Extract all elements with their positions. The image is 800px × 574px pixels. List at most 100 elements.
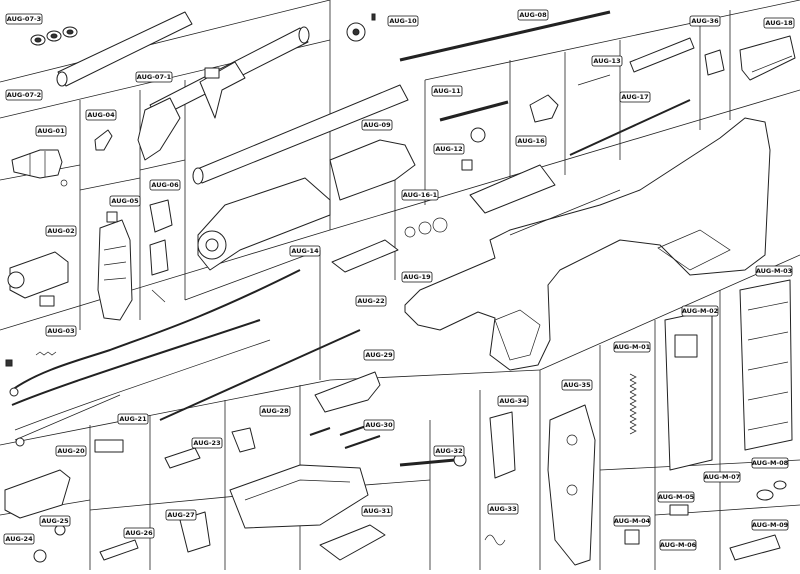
label-aug-06: AUG-06 (149, 179, 181, 191)
selector-parts (94, 439, 201, 469)
label-aug-23: AUG-23 (191, 437, 223, 449)
svg-text:AUG-35: AUG-35 (563, 381, 591, 389)
magazine-body (739, 279, 793, 451)
trigger-assembly (179, 511, 211, 553)
label-aug-33: AUG-33 (487, 503, 519, 515)
label-aug-11: AUG-11 (431, 85, 463, 97)
outer-barrel-tube (56, 11, 193, 87)
butt-pad (489, 411, 516, 479)
magazine-small-parts (624, 480, 787, 561)
adjuster-caps (30, 26, 78, 46)
label-aug-13: AUG-13 (591, 55, 623, 67)
label-aug-10: AUG-10 (387, 15, 419, 27)
label-aug-30: AUG-30 (363, 419, 395, 431)
label-aug-25: AUG-25 (39, 515, 71, 527)
svg-text:AUG-29: AUG-29 (365, 351, 393, 359)
label-aug-24: AUG-24 (3, 533, 35, 545)
label-aug-34: AUG-34 (497, 395, 529, 407)
magazine-shell (664, 309, 713, 471)
svg-text:AUG-03: AUG-03 (47, 327, 74, 335)
svg-text:AUG-M-06: AUG-M-06 (660, 541, 697, 549)
svg-text:AUG-10: AUG-10 (389, 17, 417, 25)
label-aug-m-05: AUG-M-05 (657, 491, 695, 503)
svg-text:AUG-M-04: AUG-M-04 (614, 517, 651, 525)
spring-clip (484, 534, 506, 546)
svg-text:AUG-01: AUG-01 (37, 127, 65, 135)
label-aug-22: AUG-22 (355, 295, 387, 307)
svg-text:AUG-19: AUG-19 (403, 273, 431, 281)
svg-text:AUG-21: AUG-21 (119, 415, 147, 423)
svg-text:AUG-M-01: AUG-M-01 (614, 343, 651, 351)
svg-text:AUG-23: AUG-23 (193, 439, 220, 447)
label-aug-01: AUG-01 (35, 125, 67, 137)
label-aug-18: AUG-18 (763, 17, 795, 29)
label-aug-m-04: AUG-M-04 (613, 515, 651, 527)
label-aug-07-1: AUG-07-1 (135, 71, 173, 83)
label-aug-m-03: AUG-M-03 (755, 265, 793, 277)
svg-text:AUG-11: AUG-11 (433, 87, 461, 95)
svg-text:AUG-17: AUG-17 (621, 93, 648, 101)
grip-latch-parts (149, 199, 173, 303)
svg-text:AUG-22: AUG-22 (357, 297, 384, 305)
gearbox-receiver (192, 84, 416, 271)
svg-text:AUG-05: AUG-05 (111, 197, 139, 205)
svg-text:AUG-M-09: AUG-M-09 (752, 521, 789, 529)
optic-mount-parts (569, 35, 796, 156)
label-aug-m-07: AUG-M-07 (703, 471, 741, 483)
label-aug-16: AUG-16 (515, 135, 547, 147)
part-labels: AUG-07-3 AUG-07-2 AUG-07-1 AUG-10 AUG-08… (3, 9, 795, 551)
parts-artwork (4, 10, 796, 566)
trigger-part (231, 427, 256, 453)
label-aug-12: AUG-12 (433, 143, 465, 155)
label-aug-36: AUG-36 (689, 15, 721, 27)
label-aug-05: AUG-05 (109, 195, 141, 207)
upper-small-parts (331, 94, 559, 273)
long-rod (159, 329, 361, 421)
flash-hider (11, 149, 68, 187)
main-stock-body (404, 117, 771, 371)
lower-receiver (229, 464, 386, 561)
label-aug-m-01: AUG-M-01 (613, 341, 651, 353)
label-aug-17: AUG-17 (619, 91, 651, 103)
svg-text:AUG-26: AUG-26 (125, 529, 153, 537)
svg-text:AUG-M-08: AUG-M-08 (752, 459, 789, 467)
svg-text:AUG-33: AUG-33 (489, 505, 516, 513)
trigger-housing-parts (309, 371, 381, 449)
svg-text:AUG-07-1: AUG-07-1 (137, 73, 172, 81)
svg-text:AUG-20: AUG-20 (57, 447, 85, 455)
svg-text:AUG-M-03: AUG-M-03 (756, 267, 792, 275)
label-aug-28: AUG-28 (259, 405, 291, 417)
label-aug-m-09: AUG-M-09 (751, 519, 789, 531)
svg-text:AUG-04: AUG-04 (87, 111, 115, 119)
svg-text:AUG-02: AUG-02 (47, 227, 74, 235)
small-springs (5, 351, 57, 367)
label-aug-07-3: AUG-07-3 (5, 13, 43, 25)
svg-text:AUG-34: AUG-34 (499, 397, 527, 405)
svg-text:AUG-06: AUG-06 (151, 181, 179, 189)
label-aug-03: AUG-03 (45, 325, 77, 337)
label-aug-32: AUG-32 (433, 445, 465, 457)
label-aug-21: AUG-21 (117, 413, 149, 425)
svg-text:AUG-16-1: AUG-16-1 (403, 191, 438, 199)
svg-text:AUG-32: AUG-32 (435, 447, 462, 455)
label-aug-02: AUG-02 (45, 225, 77, 237)
label-aug-19: AUG-19 (401, 271, 433, 283)
svg-text:AUG-08: AUG-08 (519, 11, 547, 19)
label-aug-20: AUG-20 (55, 445, 87, 457)
label-aug-m-06: AUG-M-06 (659, 539, 697, 551)
svg-text:AUG-M-05: AUG-M-05 (658, 493, 695, 501)
front-grip (97, 211, 133, 321)
label-aug-29: AUG-29 (363, 349, 395, 361)
cross-pin (399, 453, 467, 467)
barrel-with-foregrip (137, 26, 310, 161)
svg-text:AUG-36: AUG-36 (691, 17, 719, 25)
svg-text:AUG-25: AUG-25 (41, 517, 69, 525)
hop-up-chamber (7, 251, 69, 307)
svg-text:AUG-31: AUG-31 (363, 507, 391, 515)
svg-text:AUG-12: AUG-12 (435, 145, 462, 153)
svg-text:AUG-24: AUG-24 (5, 535, 33, 543)
barrel-collar (346, 13, 376, 42)
label-aug-27: AUG-27 (165, 509, 197, 521)
